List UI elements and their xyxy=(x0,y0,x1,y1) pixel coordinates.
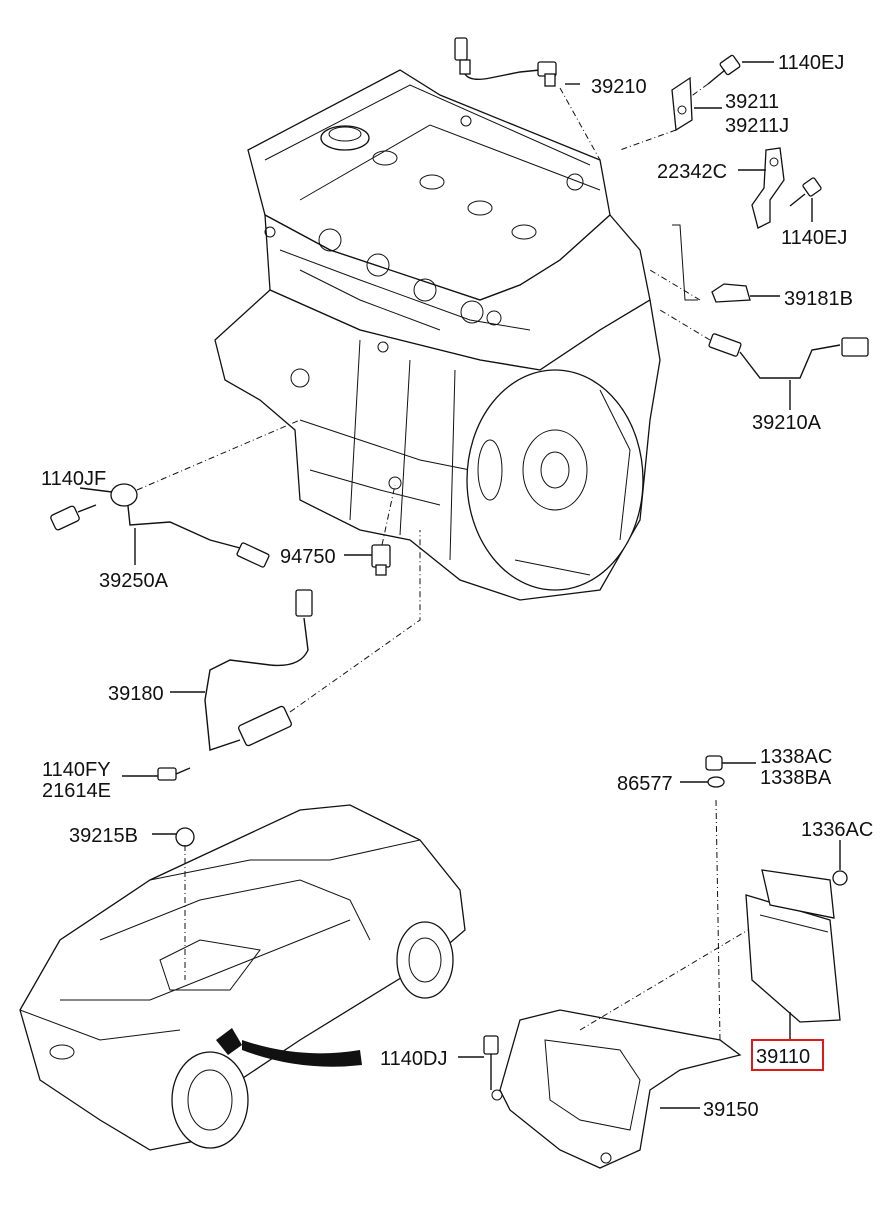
label-39250a: 39250A xyxy=(99,570,169,592)
label-39210a: 39210A xyxy=(752,412,822,434)
ecu-bracket xyxy=(491,799,749,1169)
engine-assembly xyxy=(214,69,661,601)
bracket-22342c xyxy=(738,147,785,229)
label-1338ac: 1338AC xyxy=(760,746,832,768)
label-39180: 39180 xyxy=(108,683,164,705)
label-39150: 39150 xyxy=(703,1099,759,1121)
nut-1338ac xyxy=(680,755,756,788)
label-1140ej-top: 1140EJ xyxy=(778,52,844,74)
oxygen-sensor-upstream xyxy=(454,37,601,161)
label-39211j: 39211J xyxy=(725,115,789,137)
label-21614e: 21614E xyxy=(42,780,111,802)
bracket-39211 xyxy=(619,76,722,151)
label-1140dj: 1140DJ xyxy=(380,1048,447,1070)
label-1336ac: 1336AC xyxy=(801,819,873,841)
label-39211: 39211 xyxy=(725,91,779,113)
label-39110: 39110 xyxy=(756,1046,810,1068)
label-1140ej-mid: 1140EJ xyxy=(781,227,847,249)
label-1140fy: 1140FY xyxy=(42,759,111,781)
bolt-1140dj xyxy=(458,1035,499,1090)
label-86577: 86577 xyxy=(617,773,673,795)
highlight-box xyxy=(751,1039,824,1071)
position-sensor xyxy=(122,530,421,781)
bolt-1140ej-top xyxy=(674,54,774,109)
vehicle-outline xyxy=(19,804,466,1151)
bracket-39181b xyxy=(649,224,780,303)
label-1338ba: 1338BA xyxy=(760,767,832,789)
label-39181b: 39181B xyxy=(784,288,853,310)
knock-sensor xyxy=(50,419,301,568)
label-94750: 94750 xyxy=(280,546,336,568)
bolt-1140ej-mid xyxy=(789,177,822,222)
label-39215b: 39215B xyxy=(69,825,138,847)
oil-pressure-switch xyxy=(344,484,396,576)
label-39210: 39210 xyxy=(591,76,647,98)
label-1140jf: 1140JF xyxy=(41,468,106,490)
ecu-module xyxy=(745,840,848,1040)
label-22342c: 22342C xyxy=(657,161,727,183)
oxygen-sensor-downstream xyxy=(659,309,869,410)
